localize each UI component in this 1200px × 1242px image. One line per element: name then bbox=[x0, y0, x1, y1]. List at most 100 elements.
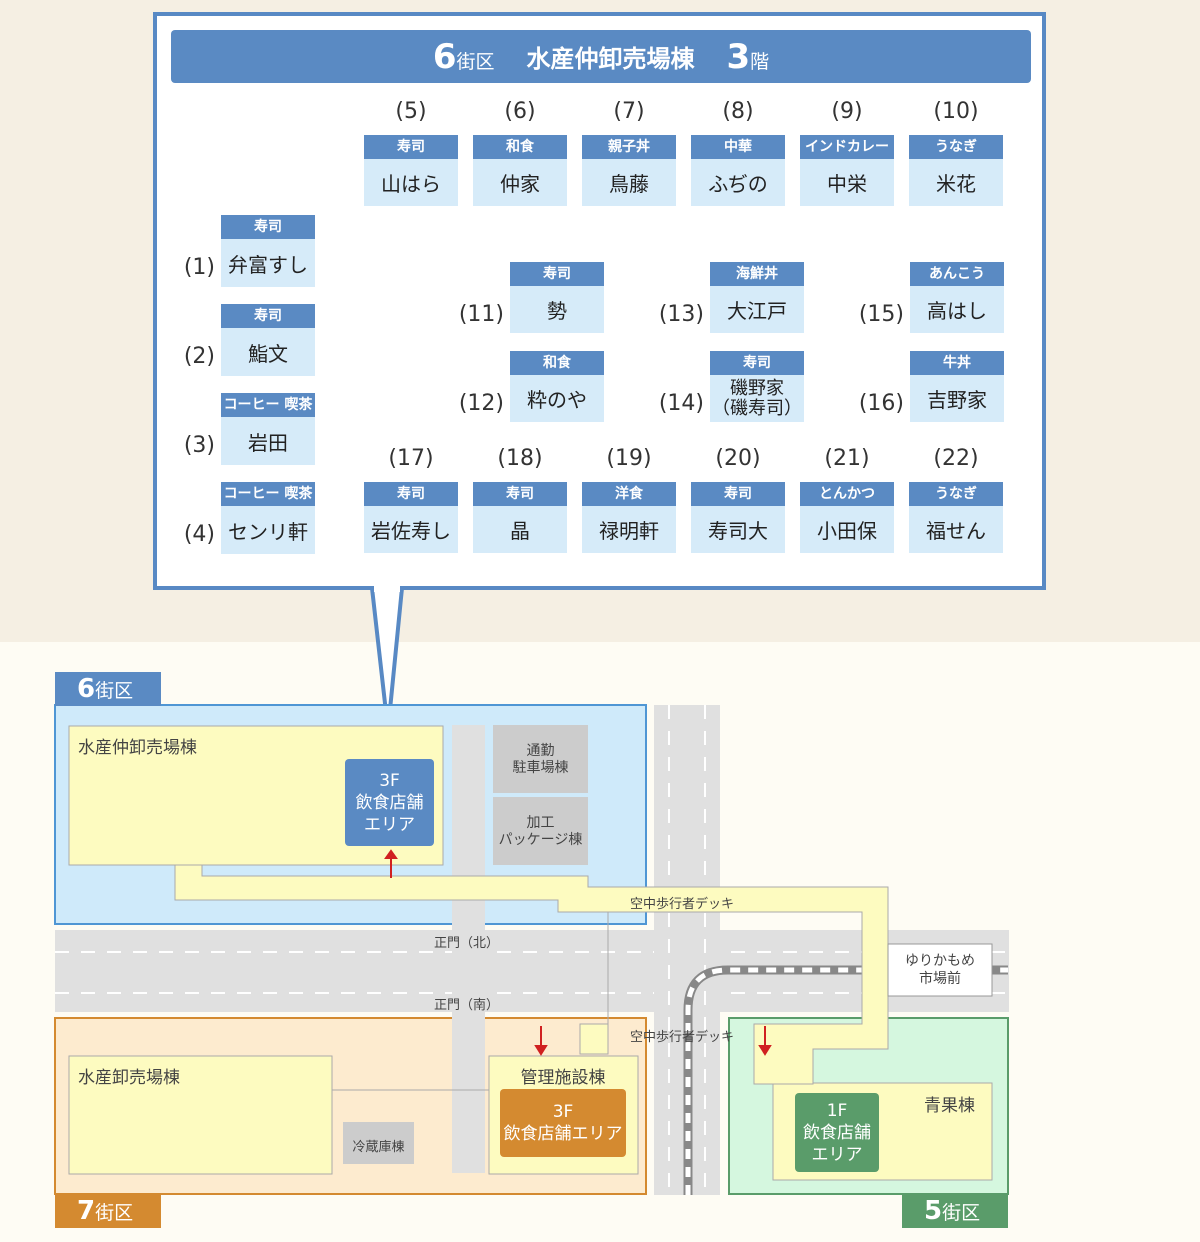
shop-card[interactable]: 牛丼吉野家(16) bbox=[859, 351, 1004, 422]
shop-category: 中華 bbox=[691, 135, 785, 159]
shop-name: 大江戸 bbox=[710, 286, 804, 333]
bldg-processing-package bbox=[493, 797, 588, 865]
shop-name: 鳥藤 bbox=[582, 159, 676, 206]
shop-category: 海鮮丼 bbox=[710, 262, 804, 286]
shop-name: 福せん bbox=[909, 506, 1003, 553]
shop-name: 小田保 bbox=[800, 506, 894, 553]
shop-number: (11) bbox=[458, 302, 504, 327]
shop-card[interactable]: 寿司弁富すし(1) bbox=[184, 215, 315, 287]
title-floor-num: 3 bbox=[726, 36, 751, 77]
label-seafood-intermediate: 水産仲卸売場棟 bbox=[78, 738, 197, 758]
shop-card[interactable]: 寿司寿司大(20) bbox=[691, 446, 785, 553]
label-gate-south: 正門（南） bbox=[434, 998, 500, 1013]
shop-card[interactable]: 和食仲家(6) bbox=[473, 99, 567, 206]
shop-card[interactable]: あんこう高はし(15) bbox=[859, 262, 1004, 333]
label-deck-lower: 空中歩行者デッキ bbox=[630, 1030, 735, 1045]
shop-number: (18) bbox=[497, 446, 543, 471]
shop-name: 高はし bbox=[910, 286, 1004, 333]
shop-card[interactable]: 寿司磯野家 （磯寿司）(14) bbox=[659, 351, 804, 422]
shop-name: 鮨文 bbox=[221, 328, 315, 376]
shop-number: (3) bbox=[183, 433, 215, 458]
shop-name: 寿司大 bbox=[691, 506, 785, 553]
shop-number: (9) bbox=[831, 99, 863, 124]
shop-name: 山はら bbox=[364, 159, 458, 206]
shop-number: (17) bbox=[388, 446, 434, 471]
title-district-label: 街区 bbox=[456, 50, 495, 73]
shop-card[interactable]: 寿司山はら (5) bbox=[364, 99, 458, 206]
shop-name: 禄明軒 bbox=[582, 506, 676, 553]
title-district-num: 6 bbox=[432, 36, 457, 77]
shop-name: 米花 bbox=[909, 159, 1003, 206]
shop-number: (4) bbox=[183, 522, 215, 547]
shop-name: 磯野家 （磯寿司） bbox=[710, 375, 804, 422]
shop-name: 晶 bbox=[473, 506, 567, 553]
shop-name: 中栄 bbox=[800, 159, 894, 206]
shop-card[interactable]: うなぎ福せん (22) bbox=[909, 446, 1003, 553]
shop-card[interactable]: 寿司勢(11) bbox=[459, 262, 604, 333]
shop-number: (22) bbox=[933, 446, 979, 471]
shop-card[interactable]: 寿司岩佐寿し (17) bbox=[364, 446, 458, 553]
shop-category: 寿司 bbox=[364, 135, 458, 159]
shop-category: 牛丼 bbox=[910, 351, 1004, 375]
shop-number: (1) bbox=[183, 255, 215, 280]
label-deck-upper: 空中歩行者デッキ bbox=[630, 897, 735, 912]
shop-name: 岩佐寿し bbox=[364, 506, 458, 553]
shop-card[interactable]: コーヒー 喫茶岩田(3) bbox=[184, 393, 315, 465]
shop-card[interactable]: 海鮮丼大江戸(13) bbox=[659, 262, 804, 333]
label-admin-building: 管理施設棟 bbox=[520, 1068, 606, 1088]
yurikamome-station-box bbox=[887, 943, 993, 997]
floor-title-bar: 6街区 水産仲卸売場棟 3階 bbox=[171, 30, 1031, 83]
label-produce-building: 青果棟 bbox=[924, 1096, 975, 1116]
shop-card[interactable]: 寿司鮨文(2) bbox=[184, 304, 315, 376]
shop-name: 仲家 bbox=[473, 159, 567, 206]
shop-category: 洋食 bbox=[582, 482, 676, 506]
shop-category: 親子丼 bbox=[582, 135, 676, 159]
inner-road bbox=[452, 725, 485, 1173]
shop-category: 和食 bbox=[510, 351, 604, 375]
shop-category: 寿司 bbox=[710, 351, 804, 375]
shop-category: あんこう bbox=[910, 262, 1004, 286]
shop-category: 寿司 bbox=[221, 304, 315, 328]
shop-card[interactable]: 和食粋のや(12) bbox=[459, 351, 604, 422]
shop-card[interactable]: うなぎ米花(10) bbox=[909, 99, 1003, 206]
label-seafood-wholesale: 水産卸売場棟 bbox=[78, 1068, 180, 1088]
shop-card[interactable]: 中華ふぢの (8) bbox=[691, 99, 785, 206]
yurikamome-track-dash bbox=[685, 967, 1008, 1195]
shop-card[interactable]: 洋食禄明軒 (19) bbox=[582, 446, 676, 553]
label-gate-north: 正門（北） bbox=[434, 936, 500, 951]
shop-category: とんかつ bbox=[800, 482, 894, 506]
shop-number: (8) bbox=[722, 99, 754, 124]
shop-card[interactable]: 寿司晶 (18) bbox=[473, 446, 567, 553]
area-6-dining[interactable]: 3F 飲食店舗 エリア bbox=[345, 759, 434, 846]
shop-number: (12) bbox=[458, 391, 504, 416]
shop-name: センリ軒 bbox=[221, 506, 315, 554]
shop-number: (19) bbox=[606, 446, 652, 471]
shop-card[interactable]: コーヒー 喫茶センリ軒(4) bbox=[184, 482, 315, 554]
label-cold-storage: 冷蔵庫棟 bbox=[352, 1140, 405, 1155]
bldg-seafood-wholesale bbox=[68, 1055, 639, 1175]
label-commuter-parking: 通勤 駐車場棟 bbox=[512, 743, 569, 776]
shop-card[interactable]: とんかつ小田保(21) bbox=[800, 446, 894, 553]
shop-name: ふぢの bbox=[691, 159, 785, 206]
bldg-commuter-parking bbox=[493, 725, 588, 793]
title-floor-label: 階 bbox=[750, 50, 770, 73]
shop-number: (14) bbox=[658, 391, 704, 416]
area-7-dining[interactable]: 3F 飲食店舗エリア bbox=[500, 1089, 626, 1157]
callout-pointer-joint bbox=[374, 586, 400, 592]
shop-number: (16) bbox=[858, 391, 904, 416]
shop-category: 寿司 bbox=[473, 482, 567, 506]
shop-number: (6) bbox=[504, 99, 536, 124]
shop-category: 寿司 bbox=[510, 262, 604, 286]
shop-category: 寿司 bbox=[364, 482, 458, 506]
area-5-dining[interactable]: 1F 飲食店舗 エリア bbox=[795, 1093, 879, 1172]
shop-number: (5) bbox=[395, 99, 427, 124]
title-building: 水産仲卸売場棟 bbox=[526, 45, 695, 73]
shop-card[interactable]: 親子丼鳥藤(7) bbox=[582, 99, 676, 206]
shop-category: インドカレー bbox=[800, 135, 894, 159]
shop-category: うなぎ bbox=[909, 482, 1003, 506]
shop-card[interactable]: インドカレー中栄 (9) bbox=[800, 99, 894, 206]
